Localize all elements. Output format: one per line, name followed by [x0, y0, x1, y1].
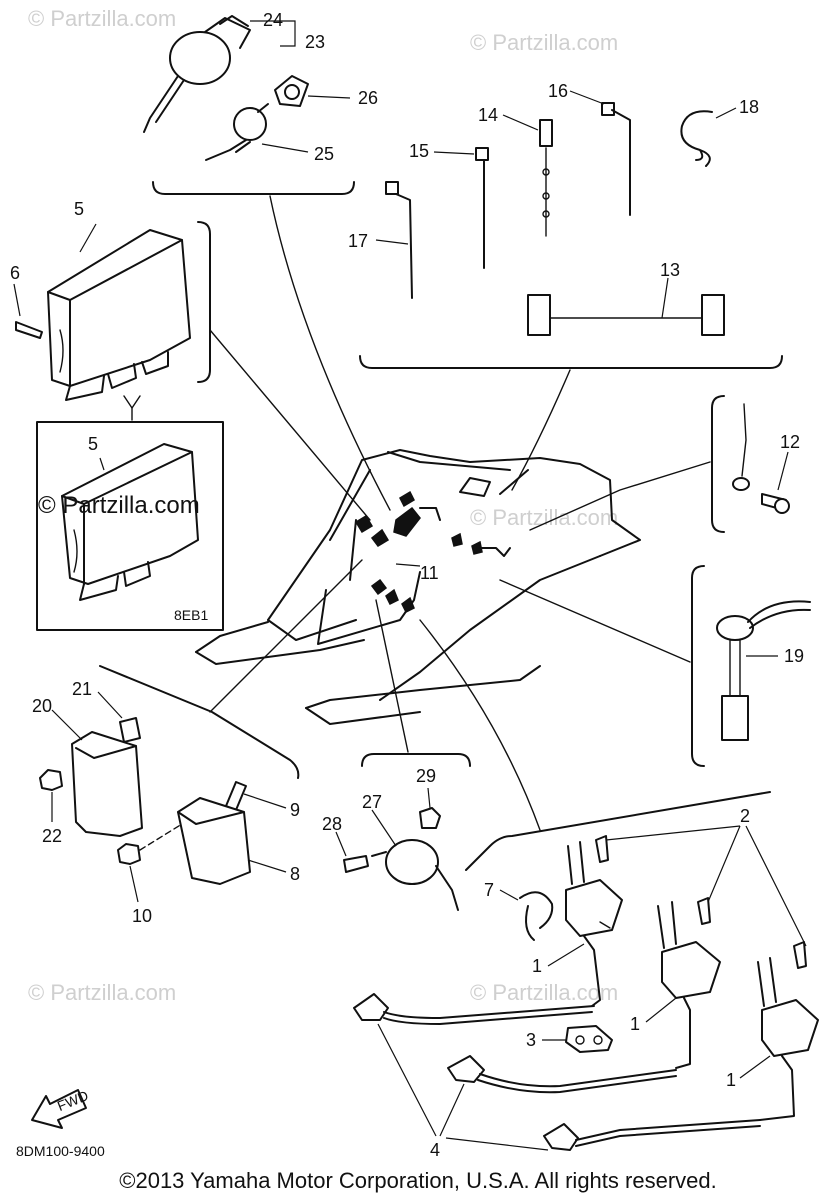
diagram-code: 8DM100-9400 [16, 1143, 105, 1159]
callout-1: 1 [630, 1014, 640, 1034]
watermark: © Partzilla.com [470, 980, 618, 1005]
cdi-unit: 6 5 [10, 199, 211, 401]
callout-20: 20 [32, 696, 52, 716]
callout-27: 27 [362, 792, 382, 812]
relay-group: 21 20 22 9 8 10 [32, 665, 300, 926]
watermark: © Partzilla.com [470, 30, 618, 55]
callout-23: 23 [305, 32, 325, 52]
callout-15: 15 [409, 141, 429, 161]
sensor-group: 19 [691, 565, 811, 767]
callout-1: 1 [726, 1070, 736, 1090]
watermark: © Partzilla.com [28, 6, 176, 31]
callout-25: 25 [314, 144, 334, 164]
switch-group: 24 23 26 25 [143, 10, 378, 195]
callout-29: 29 [416, 766, 436, 786]
callout-28: 28 [322, 814, 342, 834]
inset-8eb1: 5 © Partzilla.com 8EB1 [36, 395, 224, 631]
callout-24: 24 [263, 10, 283, 30]
callout-1: 1 [532, 956, 542, 976]
callout-19: 19 [784, 646, 804, 666]
callout-17: 17 [348, 231, 368, 251]
ground-group: 12 [711, 395, 800, 533]
callout-5-inset: 5 [88, 434, 98, 454]
callout-26: 26 [358, 88, 378, 108]
watermark: © Partzilla.com [470, 505, 618, 530]
watermark: © Partzilla.com [28, 980, 176, 1005]
callout-4: 4 [430, 1140, 440, 1160]
fwd-arrow: FWD [31, 1087, 90, 1129]
throttle-sensor-group: 27 29 28 [322, 753, 471, 911]
ignition-coil-group: 2 7 1 1 1 4 3 [353, 791, 819, 1160]
callout-3: 3 [526, 1030, 536, 1050]
callout-2: 2 [740, 806, 750, 826]
callout-10: 10 [132, 906, 152, 926]
callout-12: 12 [780, 432, 800, 452]
watermark-dark: © Partzilla.com [38, 492, 200, 519]
callout-22: 22 [42, 826, 62, 846]
inset-code: 8EB1 [174, 607, 208, 623]
tie-group: 14 16 15 17 18 13 [348, 81, 783, 369]
connection-lines [209, 195, 711, 831]
callout-11: 11 [420, 563, 439, 583]
callout-8: 8 [290, 864, 300, 884]
callout-21: 21 [72, 679, 92, 699]
callout-13: 13 [660, 260, 680, 280]
copyright-text: ©2013 Yamaha Motor Corporation, U.S.A. A… [119, 1168, 716, 1193]
callout-7: 7 [484, 880, 494, 900]
callout-5: 5 [74, 199, 84, 219]
callout-6: 6 [10, 263, 20, 283]
callout-9: 9 [290, 800, 300, 820]
callout-16: 16 [548, 81, 568, 101]
watermarks: © Partzilla.com © Partzilla.com © Partzi… [28, 6, 618, 1005]
vehicle-outline: 11 [195, 449, 641, 725]
callout-18: 18 [739, 97, 759, 117]
callout-14: 14 [478, 105, 498, 125]
